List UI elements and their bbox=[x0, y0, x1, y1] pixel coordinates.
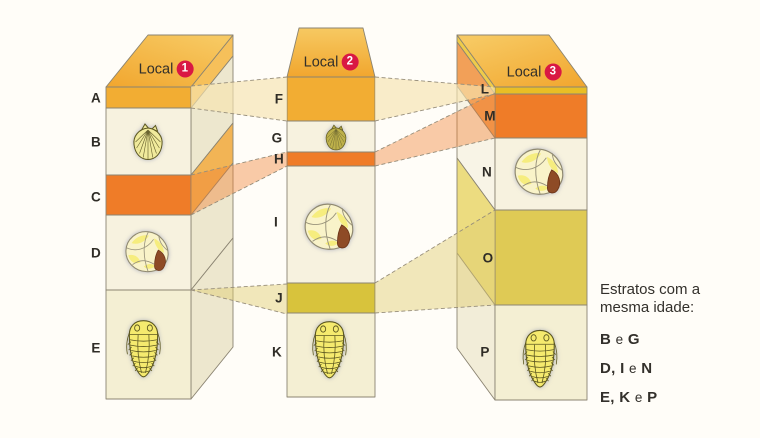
band-h-m-dashed-edges bbox=[374, 92, 496, 167]
layer-label-k: K bbox=[272, 344, 282, 360]
layer-h-front bbox=[286, 151, 376, 167]
site-title-local-1: Local 1 bbox=[138, 60, 194, 78]
band-c-h-dashed-edges bbox=[190, 151, 288, 216]
site-title-local-3: Local 3 bbox=[506, 63, 562, 81]
layer-label-d: D bbox=[91, 245, 101, 261]
legend-heading: Estratos com a mesma idade: bbox=[600, 281, 701, 316]
band-de-j bbox=[191, 284, 287, 314]
band-a-f bbox=[191, 77, 287, 121]
band-f-l bbox=[375, 77, 495, 121]
band-h-m bbox=[375, 93, 495, 166]
layer-o-front bbox=[494, 209, 588, 306]
band-a-f-dashed-edges bbox=[190, 76, 288, 122]
band-f-l-dashed-edges bbox=[374, 76, 496, 122]
layer-m-front bbox=[494, 93, 588, 139]
layer-label-f: F bbox=[274, 91, 284, 107]
site-label: Local bbox=[138, 61, 174, 77]
layer-j-front bbox=[286, 282, 376, 314]
layer-label-i: I bbox=[274, 214, 278, 230]
layer-f-front bbox=[286, 76, 376, 122]
layer-label-j: J bbox=[275, 290, 283, 306]
layer-label-c: C bbox=[91, 189, 101, 205]
site-number-badge: 3 bbox=[544, 63, 562, 81]
column-local-1 bbox=[105, 34, 234, 400]
legend-entry: E, K e P bbox=[600, 389, 658, 407]
band-de-j-dashed-edges bbox=[190, 283, 288, 315]
legend-entry: B e G bbox=[600, 331, 640, 349]
legend: Estratos com a mesma idade: B e G D, I e… bbox=[600, 281, 756, 418]
site-title-local-2: Local 2 bbox=[303, 53, 359, 71]
layer-label-e: E bbox=[91, 340, 101, 356]
layer-label-p: P bbox=[480, 344, 490, 360]
band-j-o-dashed-edges bbox=[374, 209, 496, 314]
layer-label-n: N bbox=[482, 164, 492, 180]
site-label: Local bbox=[506, 64, 542, 80]
legend-entry: D, I e N bbox=[600, 360, 653, 378]
layer-label-b: B bbox=[91, 134, 101, 150]
band-c-h bbox=[191, 152, 287, 215]
layer-l-front bbox=[494, 86, 588, 95]
site-number-badge: 2 bbox=[341, 53, 359, 71]
layer-label-l: L bbox=[480, 81, 490, 97]
layer-label-o: O bbox=[482, 250, 494, 266]
layer-label-m: M bbox=[484, 108, 496, 124]
layer-a-front bbox=[105, 86, 192, 109]
band-j-o bbox=[375, 210, 495, 313]
layer-label-a: A bbox=[91, 90, 101, 106]
site-number-badge: 1 bbox=[176, 60, 194, 78]
layer-label-g: G bbox=[271, 130, 283, 146]
layer-label-h: H bbox=[274, 151, 284, 167]
layer-c-front bbox=[105, 174, 192, 216]
correlation-bands bbox=[190, 76, 496, 315]
site-label: Local bbox=[303, 54, 339, 70]
